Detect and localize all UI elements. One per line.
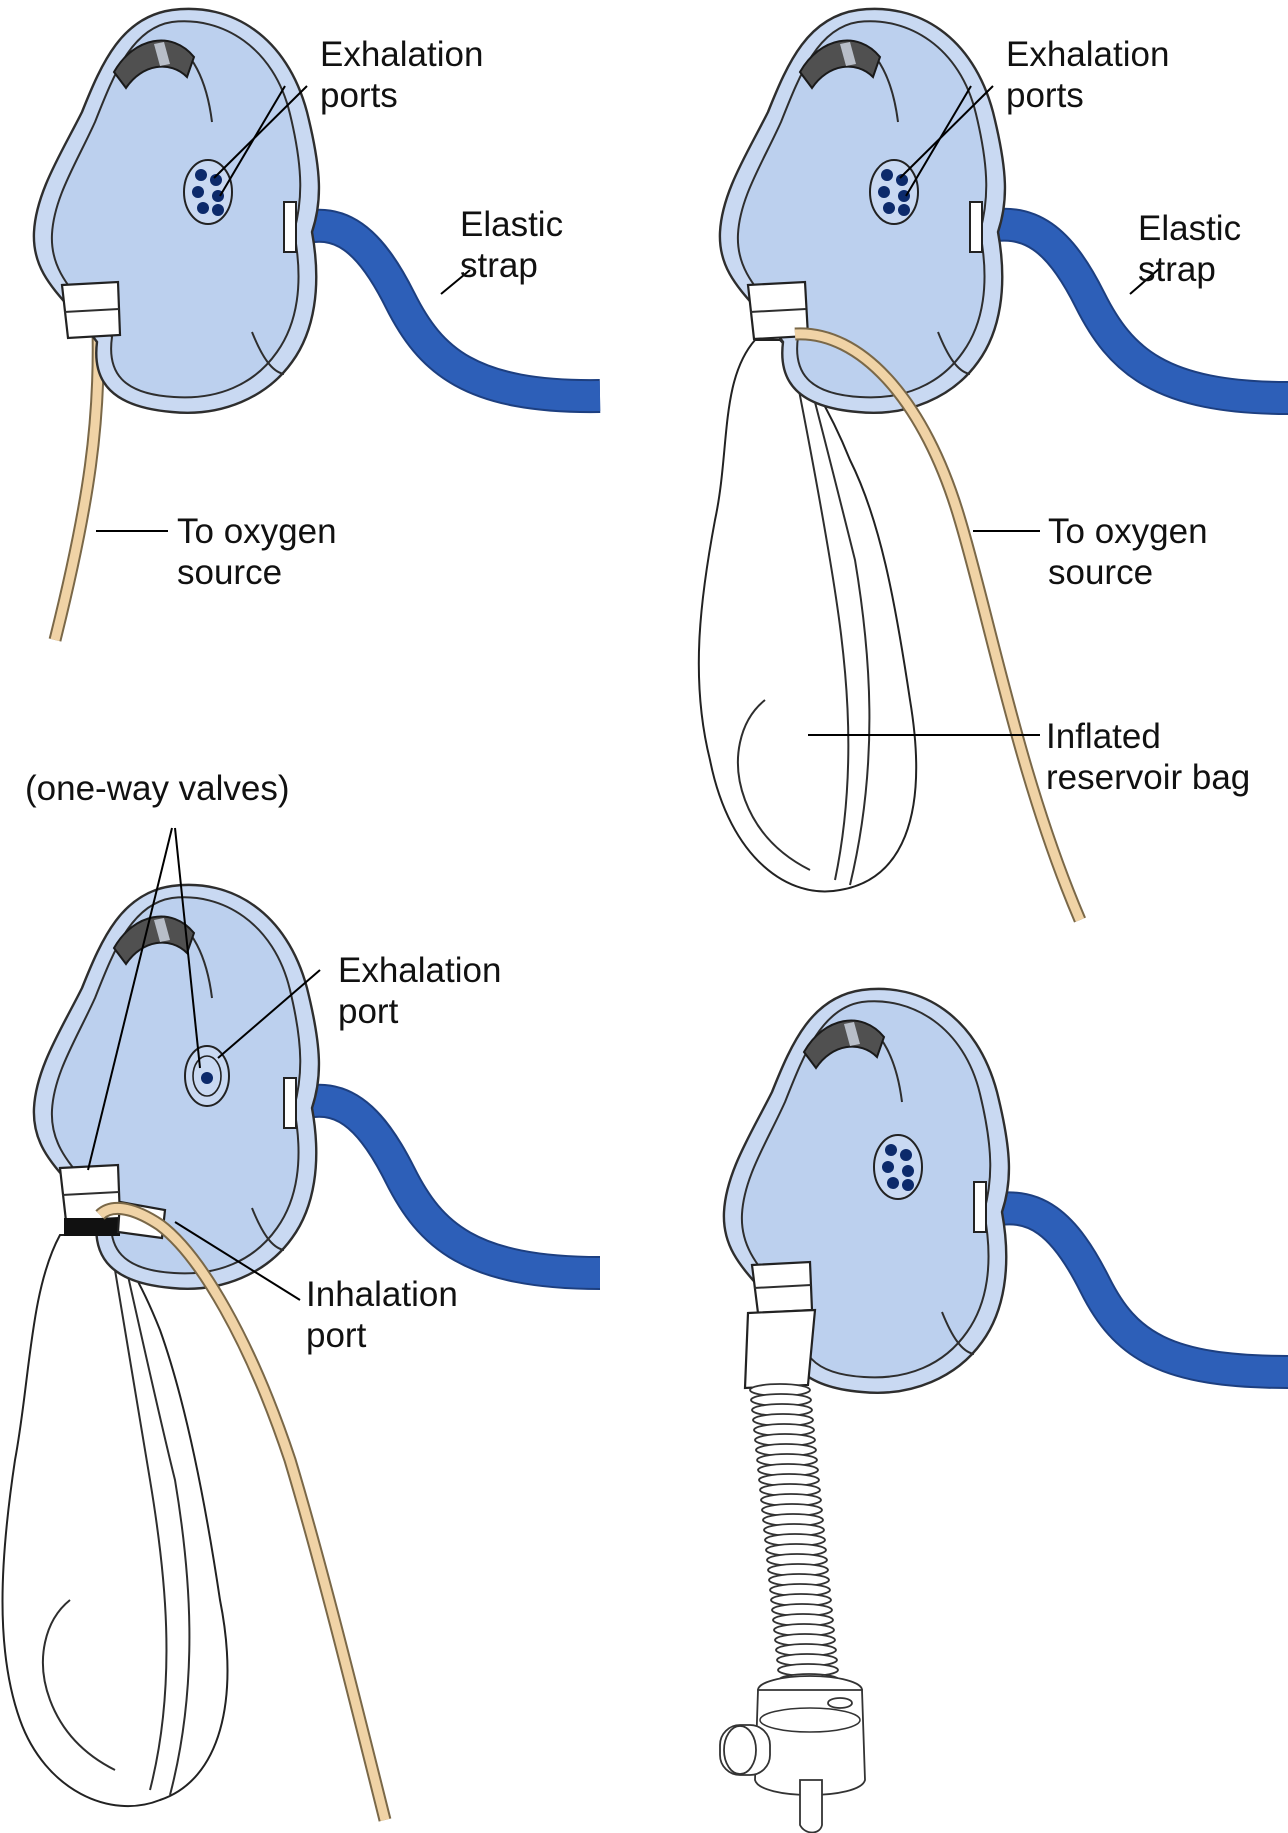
label-elastic-strap-l1: Elastic — [1138, 209, 1241, 248]
elastic-strap — [290, 1085, 601, 1288]
label-exhalation-ports-l1: Exhalation — [320, 35, 483, 74]
exhalation-port-icon — [201, 1072, 213, 1084]
elastic-strap — [290, 210, 601, 412]
elastic-strap — [976, 209, 1288, 413]
label-exhalation-port-l2: port — [338, 992, 399, 1031]
label-exhalation-ports-l1: Exhalation — [1006, 35, 1169, 74]
reservoir-bag — [697, 339, 918, 893]
label-inhalation-port-l1: Inhalation — [306, 1275, 458, 1314]
exhalation-ports-icon — [869, 159, 919, 225]
valve-band — [64, 1218, 120, 1236]
exhalation-ports-icon — [873, 1134, 923, 1200]
venturi-adapter — [719, 1675, 866, 1833]
label-one-way-valves: (one-way valves) — [25, 769, 290, 808]
label-exhalation-port-l1: Exhalation — [338, 951, 501, 990]
label-oxygen-source-l1: To oxygen — [1048, 512, 1208, 551]
label-oxygen-source-l1: To oxygen — [177, 512, 337, 551]
exhalation-ports-icon — [183, 159, 233, 225]
label-inhalation-port-l2: port — [306, 1316, 367, 1355]
venturi-mask — [719, 987, 1288, 1833]
partial-rebreather-mask — [697, 7, 1288, 923]
label-elastic-strap-l2: strap — [1138, 250, 1216, 289]
corrugated-tubing — [749, 1383, 841, 1697]
label-elastic-strap-l2: strap — [460, 246, 538, 285]
label-exhalation-ports-l2: ports — [320, 76, 398, 115]
mask-body — [32, 7, 321, 414]
label-reservoir-bag-l1: Inflated — [1046, 717, 1161, 756]
label-oxygen-source-l2: source — [1048, 553, 1153, 592]
label-oxygen-source-l2: source — [177, 553, 282, 592]
reservoir-bag — [1, 1234, 229, 1808]
non-rebreather-mask — [1, 883, 601, 1822]
elastic-strap — [980, 1193, 1288, 1387]
label-reservoir-bag-l2: reservoir bag — [1046, 758, 1250, 797]
label-exhalation-ports-l2: ports — [1006, 76, 1084, 115]
simple-face-mask — [32, 7, 601, 642]
label-elastic-strap-l1: Elastic — [460, 205, 563, 244]
